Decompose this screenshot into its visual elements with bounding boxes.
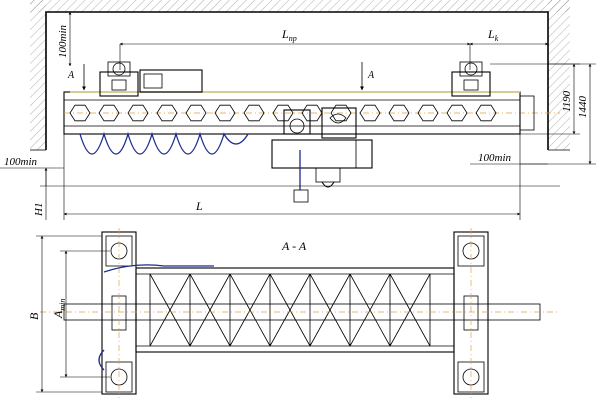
dim-span: Lпр <box>119 27 471 70</box>
section-marker-right: A <box>360 62 375 91</box>
girder-hexagon <box>243 104 265 122</box>
girder-hexagon <box>475 104 497 122</box>
drive-shaft <box>40 303 560 321</box>
svg-text:100min: 100min <box>57 25 69 59</box>
hoist <box>271 107 373 203</box>
girder-hexagon <box>185 104 207 122</box>
svg-text:A: A <box>367 70 375 81</box>
plan-cable <box>103 264 214 273</box>
svg-text:Lk: Lk <box>487 27 499 43</box>
truss-diagonal <box>189 273 231 347</box>
svg-text:H1: H1 <box>33 203 45 217</box>
girder-extension <box>519 95 535 131</box>
girder-hexagon <box>156 104 178 122</box>
drive-box <box>139 69 203 93</box>
end-carriage-left <box>99 61 139 97</box>
truss-girder <box>135 267 455 353</box>
girder-hexagons <box>69 104 497 122</box>
girder-hexagon <box>446 104 468 122</box>
girder-hexagon <box>127 104 149 122</box>
svg-text:B: B <box>27 312 41 320</box>
girder-hexagon <box>98 104 120 122</box>
svg-text:1440: 1440 <box>577 96 589 119</box>
svg-text:Amin: Amin <box>51 299 67 319</box>
girder-hexagon <box>301 104 323 122</box>
svg-text:100min: 100min <box>4 156 38 168</box>
dim-amin: Amin <box>51 250 110 378</box>
dim-top-clearance: 100min <box>57 11 72 67</box>
truss-diagonal <box>149 273 191 347</box>
girder-hexagon <box>359 104 381 122</box>
section-title: A - A <box>281 239 307 253</box>
svg-text:1190: 1190 <box>561 90 573 112</box>
festoon-cable <box>79 131 249 155</box>
dim-1440: 1440 <box>520 63 596 165</box>
dim-right-clearance: 100min <box>470 152 548 165</box>
svg-text:L: L <box>195 199 203 213</box>
girder-hexagon <box>417 104 439 122</box>
dim-b: B <box>27 235 102 393</box>
svg-text:A: A <box>67 70 75 81</box>
dim-h1: H1 <box>33 167 560 220</box>
girder-hexagon <box>272 104 294 122</box>
svg-text:100min: 100min <box>478 152 512 164</box>
girder-hexagon <box>69 104 91 122</box>
end-carriage-right <box>451 61 491 97</box>
dim-length: L <box>63 134 521 220</box>
truss-diagonal <box>309 273 351 347</box>
girder-hexagon <box>330 104 352 122</box>
dim-lk: Lk <box>469 27 549 46</box>
main-girder <box>63 91 560 135</box>
building-wall <box>30 0 570 151</box>
truss-diagonal <box>229 273 271 347</box>
svg-text:Lпр: Lпр <box>281 27 297 43</box>
girder-hexagon <box>214 104 236 122</box>
truss-diagonal <box>269 273 311 347</box>
dim-left-clearance: 100min <box>0 156 64 186</box>
truss-diagonal <box>349 273 391 347</box>
section-marker-left: A <box>67 64 86 91</box>
truss-diagonal <box>389 273 431 347</box>
girder-hexagon <box>388 104 410 122</box>
